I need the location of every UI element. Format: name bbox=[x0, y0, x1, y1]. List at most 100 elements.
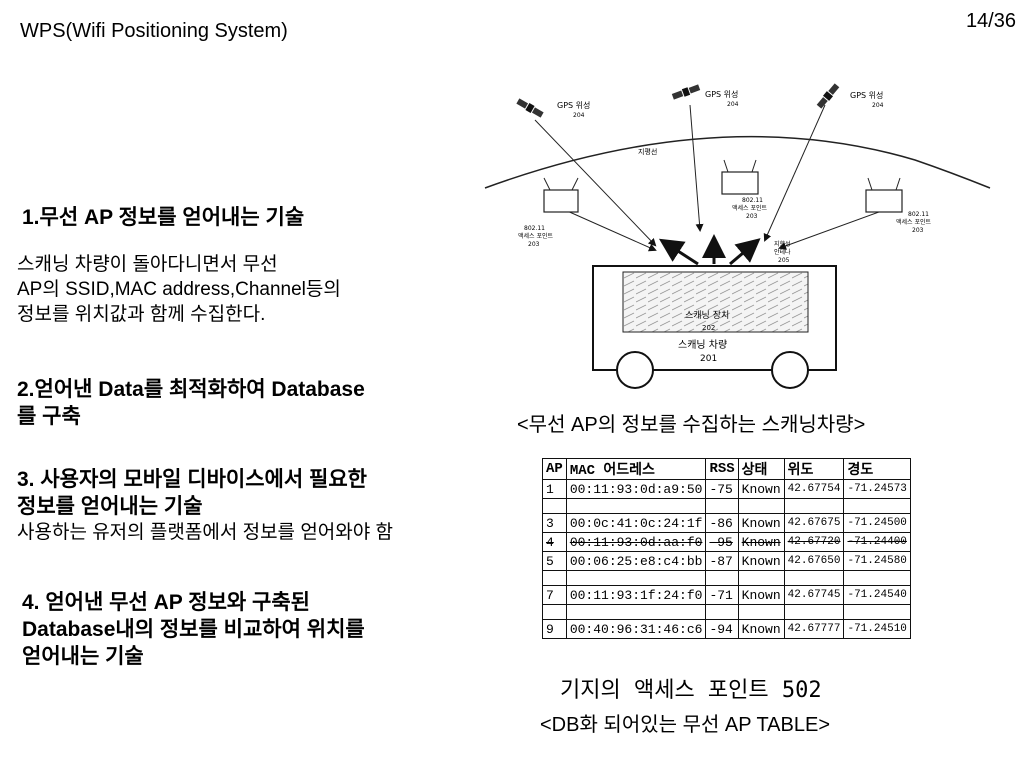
section-2-heading: 2.얻어낸 Data를 최적화하여 Database 를 구축 bbox=[17, 376, 365, 430]
section-4-heading-line: 얻어내는 기술 bbox=[22, 645, 144, 668]
access-point-label: 액세스 포인트 bbox=[732, 204, 768, 212]
table-row: 5 00:06:25:e8:c4:bb -87 Known 42.67650 -… bbox=[542, 551, 911, 571]
table-cell: Known bbox=[737, 479, 785, 499]
scanner-label: 스캐닝 장치 bbox=[685, 309, 729, 321]
table-cell: 5 bbox=[542, 551, 567, 571]
access-point-label: 203 bbox=[528, 241, 540, 248]
table-cell bbox=[783, 570, 845, 586]
table-cell: 00:06:25:e8:c4:bb bbox=[565, 551, 707, 571]
gps-satellite-icon bbox=[671, 84, 701, 100]
section-4-heading-line: Database내의 정보를 비교하여 위치를 bbox=[22, 618, 365, 641]
table-cell: 9 bbox=[542, 619, 567, 639]
gps-satellite-icon bbox=[516, 98, 544, 118]
table-cell bbox=[542, 498, 567, 514]
table-cell: -71.24580 bbox=[843, 551, 911, 571]
table-cell: Known bbox=[737, 532, 785, 552]
table-cell bbox=[705, 604, 739, 620]
section-3-heading-line: 3. 사용자의 모바일 디바이스에서 필요한 bbox=[17, 468, 367, 491]
table-cell: -86 bbox=[705, 513, 739, 533]
table-cell: 42.67675 bbox=[783, 513, 845, 533]
table-cell bbox=[783, 498, 845, 514]
table-cell bbox=[783, 604, 845, 620]
table-cell bbox=[565, 604, 707, 620]
table-cell bbox=[737, 498, 785, 514]
access-point-label: 액세스 포인트 bbox=[896, 218, 932, 226]
horizon-label: 지평선 bbox=[638, 147, 657, 156]
diagram-caption: <무선 AP의 정보를 수집하는 스캐닝차량> bbox=[517, 414, 866, 436]
table-cell: 42.67650 bbox=[783, 551, 845, 571]
table-cell bbox=[737, 604, 785, 620]
table-cell bbox=[737, 570, 785, 586]
table-row: 3 00:0c:41:0c:24:1f -86 Known 42.67675 -… bbox=[542, 513, 911, 533]
section-1-line: 스캐닝 차량이 돌아다니면서 무선 bbox=[17, 254, 278, 275]
table-row: 4 00:11:93:0d:aa:f0 -95 Known 42.67720 -… bbox=[542, 532, 911, 552]
slide-title: WPS(Wifi Positioning System) bbox=[20, 20, 288, 42]
column-header: MAC 어드레스 bbox=[565, 458, 707, 480]
table-cell: -71.24540 bbox=[843, 585, 911, 605]
scanning-vehicle-diagram: 지평선 GPS 위성 204 GPS 위성 204 GPS 위성 204 802… bbox=[484, 83, 991, 389]
gps-label: GPS 위성 bbox=[705, 90, 738, 99]
section-4-heading-line: 4. 얻어낸 무선 AP 정보와 구축된 bbox=[22, 591, 310, 614]
table-cell: -94 bbox=[705, 619, 739, 639]
table-cell: 42.67777 bbox=[783, 619, 845, 639]
scanner-id: 202 bbox=[702, 324, 715, 332]
access-point-label: 액세스 포인트 bbox=[518, 232, 554, 240]
table-row: 1 00:11:93:0d:a9:50 -75 Known 42.67754 -… bbox=[542, 479, 911, 499]
table-cell: 42.67745 bbox=[783, 585, 845, 605]
section-1-line: 정보를 위치값과 함께 수집한다. bbox=[17, 304, 266, 325]
table-row bbox=[542, 570, 911, 586]
column-header: RSS bbox=[705, 458, 739, 480]
section-3-body: 사용하는 유저의 플랫폼에서 정보를 얻어와야 함 bbox=[17, 522, 393, 543]
scanning-vehicle-icon bbox=[592, 265, 837, 389]
access-point-icon bbox=[543, 177, 579, 213]
table-cell: 00:11:93:1f:24:f0 bbox=[565, 585, 707, 605]
table-cell: 00:11:93:0d:aa:f0 bbox=[565, 532, 707, 552]
horizon-line bbox=[484, 135, 991, 189]
table-cell bbox=[565, 498, 707, 514]
section-1-heading: 1.무선 AP 정보를 얻어내는 기술 bbox=[22, 206, 305, 229]
table-cell: -71.24510 bbox=[843, 619, 911, 639]
section-4-heading: 4. 얻어낸 무선 AP 정보와 구축된 Database내의 정보를 비교하여… bbox=[22, 589, 365, 670]
antenna-label: 안테나 bbox=[774, 248, 791, 256]
table-cell bbox=[705, 498, 739, 514]
table-cell: Known bbox=[737, 551, 785, 571]
table-cell: Known bbox=[737, 513, 785, 533]
section-1-line: AP의 SSID,MAC address,Channel등의 bbox=[17, 279, 341, 300]
column-header: 위도 bbox=[783, 458, 845, 480]
table-cell: -71.24573 bbox=[843, 479, 911, 499]
table-row: 9 00:40:96:31:46:c6 -94 Known 42.67777 -… bbox=[542, 619, 911, 639]
table-cell: -75 bbox=[705, 479, 739, 499]
section-2-heading-line: 2.얻어낸 Data를 최적화하여 Database bbox=[17, 378, 365, 401]
table-cell: 42.67720 bbox=[783, 532, 845, 552]
table-footer: 기지의 액세스 포인트 502 bbox=[560, 678, 822, 703]
table-cell: 4 bbox=[542, 532, 567, 552]
access-point-label: 802.11 bbox=[908, 211, 929, 218]
gps-label: GPS 위성 bbox=[850, 91, 883, 100]
section-3-heading-line: 정보를 얻어내는 기술 bbox=[17, 495, 203, 518]
access-point-label: 802.11 bbox=[524, 225, 545, 232]
table-cell bbox=[542, 570, 567, 586]
section-1-body: 스캐닝 차량이 돌아다니면서 무선 AP의 SSID,MAC address,C… bbox=[17, 252, 341, 327]
table-cell: -71.24400 bbox=[843, 532, 911, 552]
page-number: 14/36 bbox=[965, 10, 1016, 32]
directional-antenna-icon bbox=[658, 234, 761, 266]
table-cell: 00:11:93:0d:a9:50 bbox=[565, 479, 707, 499]
antenna-label: 지향성 bbox=[774, 240, 791, 248]
table-cell bbox=[843, 604, 911, 620]
table-cell: Known bbox=[737, 585, 785, 605]
table-cell bbox=[542, 604, 567, 620]
table-cell: 00:40:96:31:46:c6 bbox=[565, 619, 707, 639]
table-cell: 42.67754 bbox=[783, 479, 845, 499]
table-cell: 3 bbox=[542, 513, 567, 533]
table-row bbox=[542, 498, 911, 514]
table-cell bbox=[843, 570, 911, 586]
table-cell bbox=[565, 570, 707, 586]
table-cell: 00:0c:41:0c:24:1f bbox=[565, 513, 707, 533]
vehicle-label: 스캐닝 차량 bbox=[678, 339, 727, 351]
section-2-heading-line: 를 구축 bbox=[17, 405, 81, 428]
table-cell: -95 bbox=[705, 532, 739, 552]
access-point-label: 802.11 bbox=[742, 197, 763, 204]
table-cell bbox=[843, 498, 911, 514]
ap-table: AP MAC 어드레스 RSS 상태 위도 경도 1 00:11:93:0d:a… bbox=[542, 458, 911, 639]
table-cell: 7 bbox=[542, 585, 567, 605]
